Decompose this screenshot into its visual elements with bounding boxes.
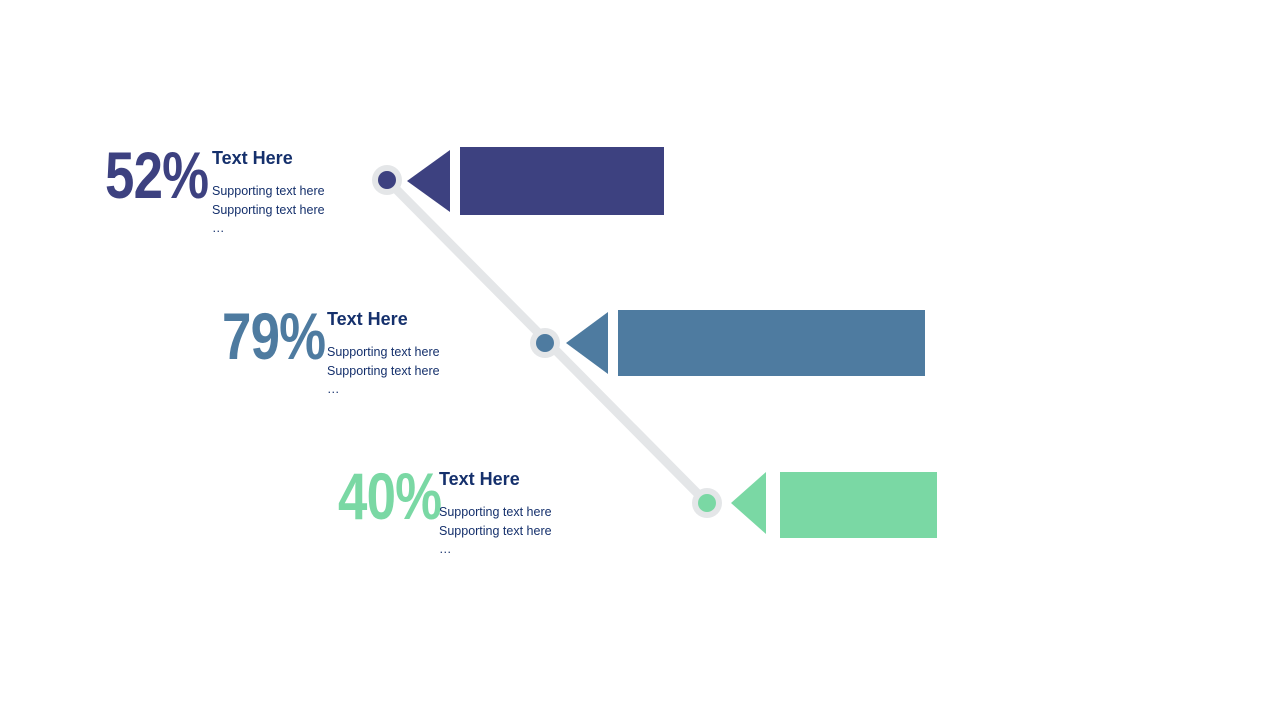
marker-dot-3 [698, 494, 716, 512]
row-support-1: Supporting text here Supporting text her… [212, 182, 442, 238]
support-line-2b: Supporting text here [327, 363, 440, 378]
support-line-3a: Supporting text here [439, 505, 552, 519]
support-line-3b: Supporting text here [439, 523, 552, 538]
row-support-3: Supporting text here Supporting text her… [439, 503, 669, 559]
timeline-marker-2[interactable] [530, 328, 560, 358]
text-block-1: Text Here Supporting text here Supportin… [212, 148, 442, 238]
row-heading-1: Text Here [212, 148, 293, 168]
timeline-marker-1[interactable] [372, 165, 402, 195]
value-bar-1 [460, 147, 664, 215]
value-bar-2 [618, 310, 925, 376]
marker-dot-1 [378, 171, 396, 189]
support-line-2a: Supporting text here [327, 345, 440, 359]
support-ellipsis-3: … [439, 542, 453, 556]
row-support-2: Supporting text here Supporting text her… [327, 343, 557, 399]
row-heading-2: Text Here [327, 309, 408, 329]
support-ellipsis-2: … [327, 382, 341, 396]
percent-value-3: 40% [338, 459, 442, 533]
support-line-1a: Supporting text here [212, 184, 325, 198]
arrow-triangle-1 [407, 150, 450, 212]
value-bar-3 [780, 472, 937, 538]
support-line-1b: Supporting text here [212, 202, 325, 217]
arrow-triangle-3 [731, 472, 766, 534]
support-ellipsis-1: … [212, 221, 226, 235]
row-heading-3: Text Here [439, 469, 520, 489]
timeline-marker-3[interactable] [692, 488, 722, 518]
percent-value-2: 79% [222, 299, 326, 373]
text-block-2: Text Here Supporting text here Supportin… [327, 309, 557, 399]
percent-value-1: 52% [105, 138, 209, 212]
text-block-3: Text Here Supporting text here Supportin… [439, 469, 669, 559]
arrow-triangle-2 [566, 312, 608, 374]
marker-dot-2 [536, 334, 554, 352]
